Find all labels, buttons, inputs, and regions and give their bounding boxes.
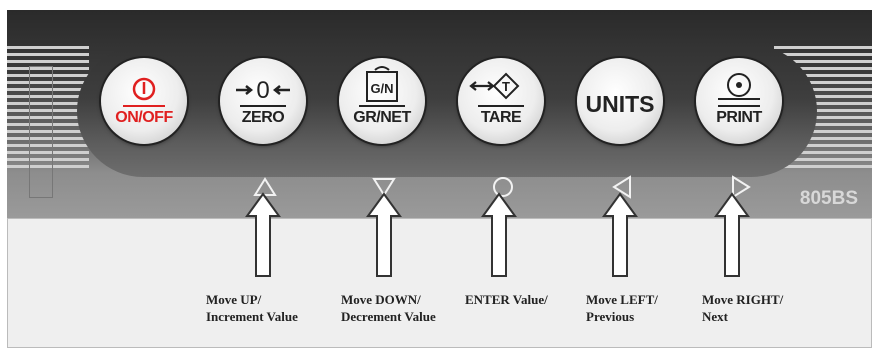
units-button[interactable]: UNITS <box>577 58 663 144</box>
left-triangle-icon <box>612 175 631 199</box>
zero-button[interactable]: 0 ZERO <box>220 58 306 144</box>
tare-text: T <box>502 79 510 94</box>
svg-text:0: 0 <box>256 77 269 104</box>
model-label: 805BS <box>799 188 858 209</box>
caption-enter-line1: ENTER Value/ <box>465 292 548 307</box>
caption-down-line1: Move DOWN/ <box>341 292 421 307</box>
up-arrow-2 <box>366 192 402 277</box>
caption-right: Move RIGHT/ Next <box>702 291 783 325</box>
up-triangle-icon <box>253 177 277 196</box>
down-triangle-icon <box>372 178 396 197</box>
print-icon <box>718 73 760 107</box>
caption-left: Move LEFT/ Previous <box>586 291 658 325</box>
on-off-label: ON/OFF <box>115 109 173 126</box>
caption-down-line2: Decrement Value <box>341 309 436 324</box>
button-bezel <box>77 45 817 177</box>
tare-button[interactable]: T TARE <box>458 58 544 144</box>
right-triangle-icon <box>732 175 751 199</box>
caption-down: Move DOWN/ Decrement Value <box>341 291 436 325</box>
gross-net-label: GR/NET <box>353 109 411 126</box>
caption-left-line2: Previous <box>586 309 635 324</box>
weight-gn-text: G/N <box>370 81 393 96</box>
left-stripes <box>7 46 89 172</box>
tare-icon: T <box>469 72 524 107</box>
units-label: UNITS <box>585 91 655 117</box>
gross-net-button[interactable]: G/N GR/NET <box>339 58 425 144</box>
power-icon <box>123 77 165 107</box>
up-arrow-5 <box>714 192 750 277</box>
caption-right-line2: Next <box>702 309 728 324</box>
up-arrow-1 <box>245 192 281 277</box>
caption-up-line1: Move UP/ <box>206 292 262 307</box>
tare-label: TARE <box>480 109 522 126</box>
caption-up-line2: Increment Value <box>206 309 298 324</box>
caption-left-line1: Move LEFT/ <box>586 292 658 307</box>
caption-right-line1: Move RIGHT/ <box>702 292 784 307</box>
caption-up: Move UP/ Increment Value <box>206 291 298 325</box>
print-label: PRINT <box>716 109 762 126</box>
caption-enter: ENTER Value/ <box>465 291 548 308</box>
weight-gn-icon: G/N <box>359 66 405 107</box>
zero-label: ZERO <box>241 109 285 126</box>
zero-arrows-icon: 0 <box>236 77 290 107</box>
print-button[interactable]: PRINT <box>696 58 782 144</box>
up-arrow-4 <box>602 192 638 277</box>
up-arrow-3 <box>481 192 517 277</box>
control-panel: ON/OFF 0 ZERO G/N GR/NET T TARE U <box>7 10 872 218</box>
circle-icon <box>493 177 513 197</box>
right-stripes <box>774 46 872 172</box>
on-off-button[interactable]: ON/OFF <box>101 58 187 144</box>
side-slot <box>29 66 53 198</box>
